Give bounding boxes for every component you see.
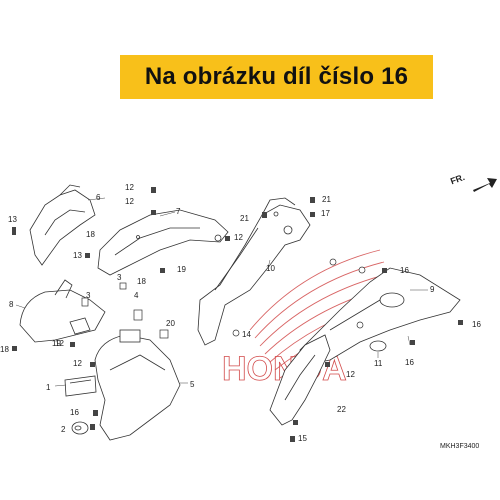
callout-5: 5: [190, 380, 195, 389]
part-10-frame: [197, 197, 311, 346]
callout-21a: 21: [240, 214, 249, 223]
callout-20: 20: [166, 319, 175, 328]
callout-6: 6: [96, 193, 101, 202]
callout-1: 1: [46, 383, 51, 392]
callout-14: 14: [242, 330, 251, 339]
callout-12e: 12: [73, 359, 82, 368]
callout-4: 4: [134, 291, 139, 300]
part-number-banner: Na obrázku díl číslo 16: [120, 55, 433, 99]
callout-2: 2: [61, 425, 66, 434]
callout-15: 15: [298, 434, 307, 443]
bolt-icons: [12, 187, 463, 442]
callout-19b: 19: [52, 339, 61, 348]
leader-lines: [15, 197, 428, 387]
part-7-bracket: [97, 209, 229, 276]
part-1-reflector: [64, 375, 97, 397]
part-9-fender: [299, 267, 461, 366]
callout-18b: 18: [137, 277, 146, 286]
callout-18c: 18: [0, 345, 9, 354]
callout-21b: 21: [322, 195, 331, 204]
callout-16a: 16: [400, 266, 409, 275]
part-8-cover: [19, 279, 106, 343]
part-6-bracket: [29, 184, 96, 266]
callout-13a: 13: [8, 215, 17, 224]
callout-18a: 18: [86, 230, 95, 239]
part-2-grommet: [71, 421, 89, 435]
part-5-plate-bracket: [94, 329, 181, 441]
callout-17: 17: [321, 209, 330, 218]
callout-labels: 1 2 3 3 4 5 6 7 8 9 10 11 12 12 12 12 12…: [0, 183, 481, 443]
part-22-mudguard: [269, 334, 331, 426]
callout-12d: 12: [55, 339, 64, 348]
callout-9: 9: [430, 285, 435, 294]
callout-22: 22: [337, 405, 346, 414]
callout-19a: 19: [177, 265, 186, 274]
callout-11: 11: [374, 359, 383, 368]
callout-12b: 12: [125, 197, 134, 206]
callout-12f: 12: [346, 370, 355, 379]
banner-title: Na obrázku díl číslo 16: [144, 63, 409, 90]
callout-16d: 16: [70, 408, 79, 417]
small-clips: [81, 258, 366, 339]
drawing-code: MKH3F3400: [440, 443, 480, 450]
callout-12a: 12: [125, 183, 134, 192]
callout-3b: 3: [117, 273, 122, 282]
callout-16c: 16: [405, 358, 414, 367]
callout-7: 7: [176, 207, 181, 216]
callout-13b: 13: [73, 251, 82, 260]
callout-12c: 12: [234, 233, 243, 242]
callout-10: 10: [266, 264, 275, 273]
callout-16b: 16: [472, 320, 481, 329]
front-arrow-icon: [473, 178, 497, 192]
callout-8: 8: [9, 300, 14, 309]
callout-3a: 3: [86, 291, 91, 300]
